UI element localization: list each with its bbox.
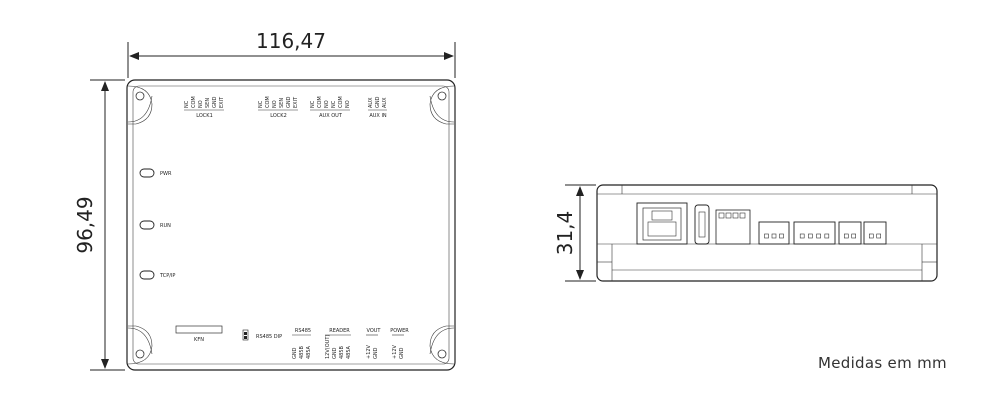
top-pin-label: NC: [331, 100, 337, 108]
terminal-block: [758, 221, 790, 245]
side-view-housing: [596, 184, 938, 282]
top-pin-label: EXIT: [293, 96, 299, 108]
top-pin-label: NC: [258, 100, 264, 108]
units-caption: Medidas em mm: [818, 354, 947, 372]
led-pwr-label: PWR: [160, 171, 172, 177]
corner-mount-top-right: [429, 85, 455, 125]
terminal-screw: [876, 233, 882, 239]
top-pin-label: NO: [198, 100, 204, 108]
led-run: RUN: [139, 220, 171, 230]
top-connector-name: AUX OUT: [319, 113, 343, 119]
top-pin-label: COM: [191, 96, 197, 108]
dip-label: RS485 DIP: [256, 334, 282, 340]
top-pin-label: NO: [272, 100, 278, 108]
led-tcpip-label: TCP/IP: [159, 273, 175, 279]
top-pin-label: SEN: [205, 98, 211, 108]
led-pwr: PWR: [139, 168, 172, 178]
bottom-pin-label: GND: [292, 347, 298, 359]
terminal-blocks: [758, 221, 887, 245]
rs485-dip-switch: RS485 DIP: [242, 329, 282, 341]
top-pin-label: NC: [184, 100, 190, 108]
top-pin-label: NC: [310, 100, 316, 108]
corner-mount-bottom-right: [429, 325, 455, 365]
terminal-screw: [851, 233, 857, 239]
terminal-screw: [799, 233, 805, 239]
bottom-pin-label: +12V: [366, 344, 372, 359]
terminal-screw: [771, 233, 777, 239]
top-pin-label: AUX: [382, 97, 388, 108]
ethernet-port: [636, 202, 688, 245]
corner-mount-bottom-left: [127, 325, 153, 365]
top-pin-label: COM: [317, 96, 323, 108]
top-connector-name: AUX IN: [369, 113, 387, 119]
height-value: 96,49: [73, 196, 97, 253]
top-pin-label: EXIT: [219, 96, 225, 108]
width-dimension: 116,47: [127, 29, 456, 78]
terminal-screw: [808, 233, 813, 239]
bottom-pin-label: 485A: [346, 345, 352, 359]
terminal-block: [863, 221, 887, 245]
bottom-pin-label: 485B: [299, 345, 305, 359]
terminal-screw: [764, 233, 769, 239]
terminal-block: [793, 221, 836, 245]
top-connector-name: LOCK1: [196, 113, 213, 119]
top-connector-name: LOCK2: [270, 113, 287, 119]
pin-header: [715, 209, 751, 245]
top-pin-label: NO: [345, 100, 351, 108]
terminal-screw: [824, 233, 830, 239]
top-pin-label: GND: [212, 96, 218, 108]
bottom-pin-label: +12V: [392, 344, 398, 359]
terminal-screw: [868, 233, 874, 239]
top-pin-label: SEN: [279, 98, 285, 108]
bottom-connector-name: POWER: [390, 328, 409, 334]
top-pin-label: GND: [286, 96, 292, 108]
depth-value: 31,4: [553, 211, 577, 256]
bottom-pin-label: GND: [399, 347, 405, 359]
bottom-connector-name: VOUT: [367, 328, 382, 334]
bottom-pin-label: 12V(OUT): [325, 335, 331, 359]
terminal-screw: [843, 233, 849, 239]
top-pin-label: COM: [265, 96, 271, 108]
corner-mount-top-left: [127, 85, 153, 125]
bottom-pin-label: GND: [373, 347, 379, 359]
led-run-label: RUN: [160, 223, 171, 229]
kfn-strip: KFN: [175, 325, 223, 343]
kfn-label: KFN: [194, 337, 204, 343]
width-value: 116,47: [256, 29, 326, 53]
terminal-screw: [816, 233, 821, 239]
led-tcpip: TCP/IP: [139, 270, 175, 280]
usb-slot: [694, 204, 710, 245]
bottom-pin-label: GND: [332, 347, 338, 359]
bottom-pin-label: 485A: [306, 345, 312, 359]
terminal-screw: [779, 233, 784, 239]
bottom-connector-name: RS485: [295, 328, 311, 334]
depth-dimension: 31,4: [553, 184, 596, 282]
terminal-block: [838, 221, 862, 245]
bottom-pin-label: 485B: [339, 345, 345, 359]
top-pin-label: COM: [338, 96, 344, 108]
top-pin-label: GND: [375, 96, 381, 108]
top-pin-label: AUX: [368, 97, 374, 108]
height-dimension: 96,49: [73, 79, 125, 371]
top-pin-label: NO: [324, 100, 330, 108]
bottom-connector-name: READER: [329, 328, 350, 334]
